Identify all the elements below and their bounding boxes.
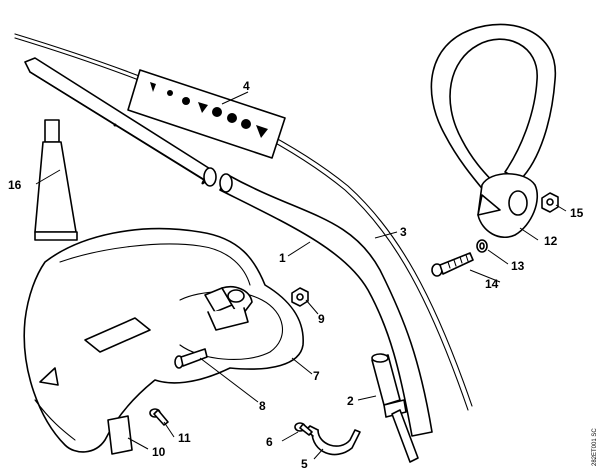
callout-10: 10 [152, 445, 166, 459]
screw-part-14 [431, 252, 474, 277]
callout-13: 13 [511, 259, 525, 273]
callout-6: 6 [266, 435, 273, 449]
drive-shaft-part-3 [14, 33, 473, 411]
loop-handle-part-12 [430, 23, 557, 239]
nut-part-15 [541, 192, 559, 213]
plate-part-10 [107, 415, 133, 455]
callout-9: 9 [318, 312, 325, 326]
callout-16: 16 [8, 178, 22, 192]
decal-symbols [150, 82, 268, 138]
callout-14: 14 [485, 277, 499, 291]
callout-3: 3 [400, 225, 407, 239]
callout-5: 5 [301, 457, 308, 471]
screw-part-6 [294, 422, 313, 436]
callout-4: 4 [243, 79, 250, 93]
callout-7: 7 [313, 369, 320, 383]
callout-15: 15 [570, 206, 584, 220]
grease-tube-part-16 [34, 119, 78, 241]
drive-tube-part-1 [24, 57, 433, 437]
screw-part-11 [149, 408, 169, 426]
callout-11: 11 [178, 431, 191, 445]
callout-8: 8 [259, 399, 266, 413]
deflector-guard-part-7 [23, 227, 304, 453]
nut-part-9 [291, 287, 309, 307]
screw-part-8 [174, 348, 208, 369]
clamp-part-5 [305, 425, 361, 456]
drawing-code: 282ET001 SC [592, 428, 598, 466]
bearing-assembly-part-2 [371, 353, 419, 463]
callout-2: 2 [347, 394, 354, 408]
leader-lines [35, 91, 567, 460]
warning-decal-part-4 [127, 69, 286, 159]
callout-labels: 4 16 1 3 12 15 13 14 9 7 8 2 6 5 11 10 [8, 79, 584, 471]
washer-part-13 [476, 239, 488, 253]
callout-1: 1 [279, 251, 286, 265]
callout-12: 12 [544, 234, 558, 248]
